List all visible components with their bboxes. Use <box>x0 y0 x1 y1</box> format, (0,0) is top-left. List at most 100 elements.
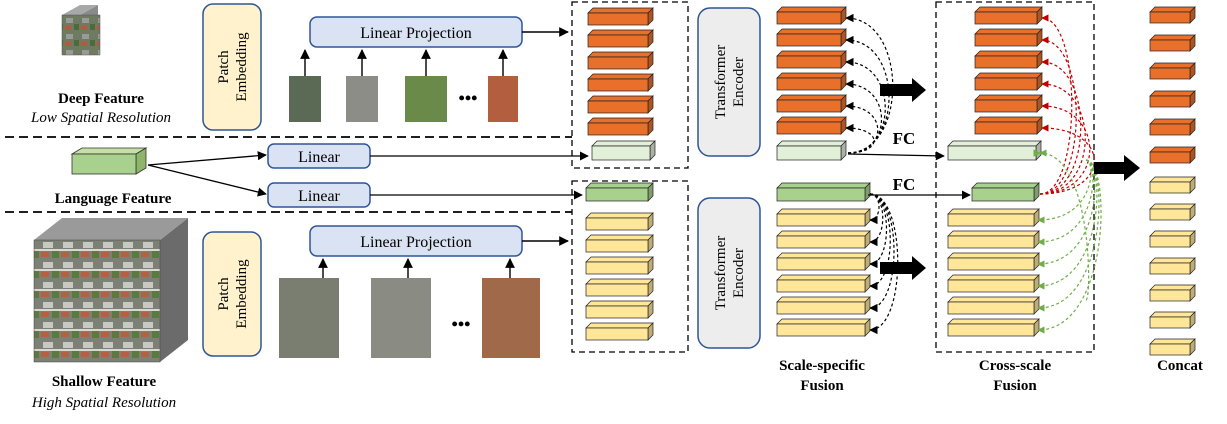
cross-scale-label-1: Cross-scale <box>979 358 1052 374</box>
ss-deep-token-2 <box>776 28 847 47</box>
cs-green-attn-1 <box>1037 159 1092 224</box>
fc-arrow-top <box>847 151 945 161</box>
ss-shallow-attn-4 <box>869 193 891 291</box>
cs-red-attn-4 <box>1039 80 1086 195</box>
deep-token-box <box>571 1 689 169</box>
scale-specific-label-2: Fusion <box>800 378 844 394</box>
shallow-feature-subtitle: High Spatial Resolution <box>31 395 176 411</box>
block-arrow-deep <box>880 78 926 102</box>
ss-shallow-token-3 <box>776 252 871 271</box>
concat-yellow-1 <box>1149 176 1196 194</box>
cross-scale-box <box>935 1 1095 353</box>
block-arrow-concat <box>1094 155 1140 181</box>
patch-embedding-deep-word1: Patch <box>216 50 232 84</box>
ss-deep-attn-5 <box>845 101 879 154</box>
concat-orange-4 <box>1149 90 1196 108</box>
concat-yellow-4 <box>1149 257 1196 275</box>
concat-orange-1 <box>1149 6 1196 24</box>
cross-scale-label-2: Fusion <box>993 378 1037 394</box>
shallow-token-2 <box>585 234 654 253</box>
cs-shallow-token-4 <box>947 274 1040 293</box>
cs-green-attn-4 <box>1037 159 1098 290</box>
ss-deep-attn-3 <box>845 57 886 154</box>
transformer-encoder-deep-word1: Transformer <box>713 45 729 119</box>
concat-orange-3 <box>1149 62 1196 80</box>
deep-token-1 <box>587 7 654 26</box>
shallow-patch-1 <box>279 278 339 358</box>
cs-shallow-token-5 <box>947 296 1040 315</box>
ss-shallow-token-6 <box>776 318 871 337</box>
cs-deep-token-4 <box>974 72 1043 91</box>
shallow-token-4 <box>585 278 654 297</box>
shallow-token-1 <box>585 212 654 231</box>
linear-projection-shallow-label: Linear Projection <box>360 234 472 251</box>
shallow-ellipsis: ••• <box>452 314 471 334</box>
cs-deep-language-token <box>947 140 1042 161</box>
deep-patches <box>289 49 518 122</box>
patch-embedding-shallow <box>202 231 262 357</box>
concat-yellow-3 <box>1149 230 1196 248</box>
shallow-feature-title: Shallow Feature <box>52 374 157 390</box>
deep-token-4 <box>587 73 654 92</box>
concat-yellow-7 <box>1149 338 1196 356</box>
ss-deep-attn-4 <box>845 79 882 154</box>
language-feature-title: Language Feature <box>55 191 172 207</box>
cs-shallow-language-token <box>971 182 1040 202</box>
deep-ellipsis: ••• <box>459 88 478 108</box>
deep-patch-3 <box>405 76 447 122</box>
deep-feature-subtitle: Low Spatial Resolution <box>30 110 171 126</box>
concat-yellow-5 <box>1149 284 1196 302</box>
cs-deep-token-2 <box>974 28 1043 47</box>
concat-yellow-2 <box>1149 203 1196 221</box>
patch-embedding-deep <box>202 3 262 131</box>
concat-orange-5 <box>1149 118 1196 136</box>
transformer-encoder-shallow-word1: Transformer <box>713 236 729 310</box>
ss-deep-token-6 <box>776 116 847 135</box>
patch-embedding-shallow-word1: Patch <box>216 277 232 311</box>
ss-shallow-token-4 <box>776 274 871 293</box>
cs-green-attn-5 <box>1037 159 1100 312</box>
cs-shallow-token-3 <box>947 252 1040 271</box>
cs-red-attn-2 <box>1039 36 1077 195</box>
shallow-language-token <box>585 182 654 202</box>
concat-orange-2 <box>1149 34 1196 52</box>
deep-patch-1 <box>289 76 321 122</box>
shallow-patch-3 <box>482 278 540 358</box>
deep-token-2 <box>587 29 654 48</box>
transformer-encoder-shallow <box>697 197 761 349</box>
deep-token-3 <box>587 51 654 70</box>
cs-green-attn-6 <box>1037 159 1102 334</box>
ss-deep-language-token <box>776 140 847 161</box>
lang-to-linear-top <box>147 151 267 166</box>
ss-deep-token-3 <box>776 50 847 69</box>
cs-green-attn-lang <box>1039 149 1090 301</box>
shallow-patch-2 <box>371 278 431 358</box>
cs-deep-token-6 <box>974 116 1043 135</box>
patch-embedding-shallow-word2: Embedding <box>234 259 250 329</box>
linear-block-bottom-label: Linear <box>298 188 340 205</box>
cs-deep-token-3 <box>974 50 1043 69</box>
cs-shallow-token-6 <box>947 318 1040 337</box>
ss-deep-attn-2 <box>845 35 890 154</box>
deep-feature-title: Deep Feature <box>58 91 144 107</box>
transformer-encoder-shallow-word2: Encoder <box>731 248 747 298</box>
cs-shallow-token-1 <box>947 208 1040 227</box>
concat-yellow-6 <box>1149 311 1196 329</box>
ss-deep-token-4 <box>776 72 847 91</box>
ss-shallow-language-token <box>776 182 871 202</box>
shallow-token-6 <box>585 322 654 341</box>
cs-red-attn-3 <box>1039 58 1082 195</box>
transformer-encoder-deep-word2: Encoder <box>731 57 747 107</box>
block-arrow-shallow <box>880 256 926 280</box>
cs-green-attn-3 <box>1037 159 1096 268</box>
patch-embedding-deep-word2: Embedding <box>234 32 250 102</box>
deep-patch-4 <box>488 76 518 122</box>
shallow-patches <box>279 258 540 358</box>
shallow-feature-cube <box>33 218 188 363</box>
deep-language-token <box>591 140 656 161</box>
ss-shallow-token-5 <box>776 296 871 315</box>
